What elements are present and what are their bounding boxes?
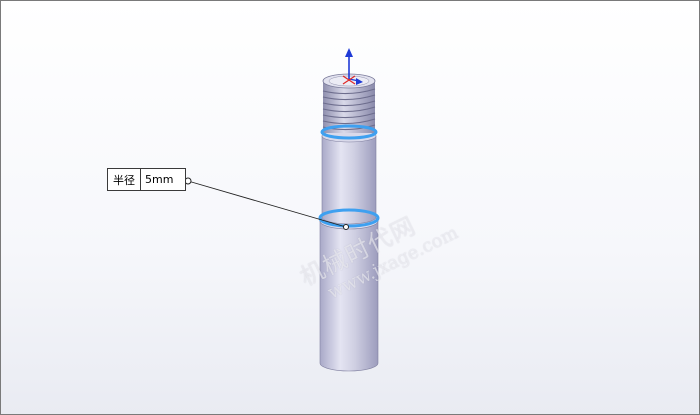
- dimension-leader-line: [187, 180, 347, 228]
- threaded-section[interactable]: [322, 73, 376, 133]
- dimension-label: 半径: [108, 169, 141, 190]
- leader-end-point: [343, 224, 349, 230]
- radius-dimension-callout[interactable]: 半径 5mm: [107, 168, 186, 191]
- coordinate-triad-icon: [342, 48, 363, 85]
- thread-base-edge-highlight[interactable]: [320, 124, 378, 140]
- lower-shaft[interactable]: [319, 212, 379, 372]
- selected-circular-edge[interactable]: [318, 208, 380, 228]
- dimension-value[interactable]: 5mm: [145, 173, 174, 186]
